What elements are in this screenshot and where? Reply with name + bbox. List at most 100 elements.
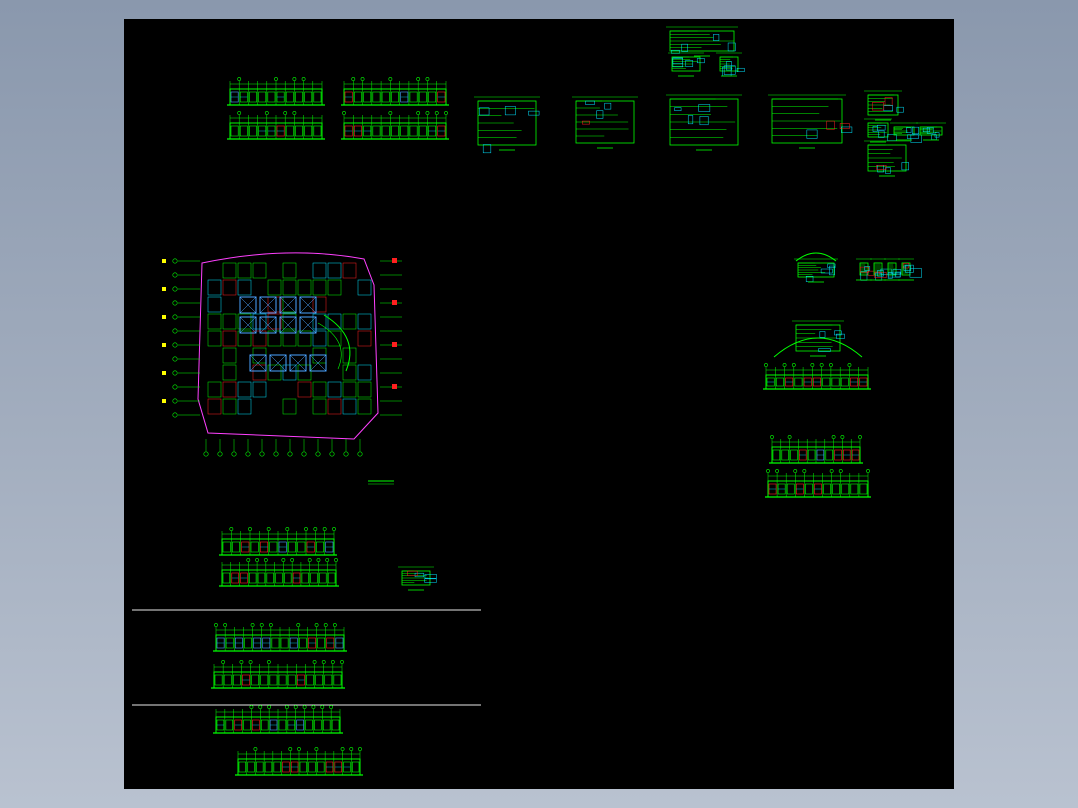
grid-bubble [292, 77, 297, 81]
axis-bubble [259, 451, 265, 457]
elevation-panel [822, 377, 831, 387]
grid-bubble [314, 747, 319, 751]
elevation-panel [317, 761, 325, 773]
elevation-panel [409, 91, 418, 103]
elevation-panel [231, 572, 239, 584]
elevation-panel [284, 572, 292, 584]
section-member [528, 110, 540, 116]
elevation-panel [781, 449, 789, 461]
axis-bubble [172, 370, 178, 376]
elevation-panel [214, 674, 223, 686]
elevation-panel [315, 674, 324, 686]
section-member [672, 58, 683, 68]
plan-room [222, 279, 237, 296]
elevation-panel [794, 377, 803, 387]
right-elevation-group [763, 252, 922, 498]
plan-room [327, 330, 342, 347]
grid-bubble [330, 660, 335, 664]
elevation-panel [306, 674, 314, 686]
plan-room [252, 364, 267, 381]
grid-bubble [791, 363, 796, 367]
elevation-strip [769, 435, 863, 464]
legend-marker [392, 300, 397, 305]
grid-bubble [829, 469, 834, 473]
section-member [582, 120, 590, 125]
elevation-panel [418, 125, 427, 137]
elevation-panel [391, 91, 399, 103]
elevation-panel [260, 719, 269, 731]
elevation-panel [232, 674, 241, 686]
elevation-panel [230, 125, 239, 137]
plan-room [312, 381, 327, 398]
section-member [727, 42, 736, 52]
tile-hatch [259, 316, 277, 334]
grid-bubble [316, 558, 321, 562]
grid-bubble [829, 363, 833, 367]
tile-hatch [279, 316, 297, 334]
elevation-panel [807, 449, 816, 461]
grid-bubble [388, 77, 393, 81]
legend-marker [162, 287, 166, 291]
elevation-panel [331, 719, 340, 731]
plan-room [222, 364, 237, 381]
elevation-panel [295, 125, 303, 137]
elevation-panel [317, 637, 326, 649]
elevation-panel [418, 91, 427, 103]
legend-marker [162, 371, 166, 375]
legend-marker [392, 384, 397, 389]
plan-room [267, 364, 282, 381]
section-member [696, 58, 705, 64]
elevation-panel [825, 449, 833, 461]
section-member [585, 100, 595, 105]
axis-bubble [231, 451, 237, 457]
grid-bubble [329, 705, 334, 709]
section-member [871, 102, 884, 111]
grid-bubble [297, 747, 301, 751]
elevation-panel [287, 674, 296, 686]
plan-room [312, 398, 327, 415]
elevation-panel [775, 377, 784, 387]
section-member [901, 162, 909, 171]
plan-room [312, 296, 327, 313]
elevation-panel [299, 761, 308, 773]
plan-room [207, 279, 222, 296]
grid-bubble [323, 623, 328, 627]
section-detail [792, 320, 845, 357]
cad-drawing-canvas[interactable] [124, 19, 954, 789]
legend-marker [162, 259, 166, 263]
elevation-panel [850, 483, 859, 495]
grid-bubble [267, 705, 272, 709]
plan-room [207, 330, 222, 347]
elevation-panel [280, 637, 289, 649]
site-boundary [197, 252, 379, 440]
section-member [892, 269, 902, 275]
section-member [819, 331, 826, 338]
section-member [883, 105, 893, 112]
plan-room [342, 313, 357, 330]
elevation-strip [213, 705, 343, 734]
elevation-panel [310, 572, 318, 584]
grid-bubble [819, 363, 824, 367]
grid-bubble [274, 77, 278, 81]
cad-drawing-sheet[interactable] [124, 19, 954, 789]
tile-hatch [279, 296, 297, 314]
section-member [912, 126, 920, 135]
section-member [896, 106, 904, 113]
axis-bubble [203, 451, 209, 457]
grid-bubble [332, 623, 337, 627]
grid-bubble [831, 435, 836, 439]
elevation-strip [763, 363, 871, 390]
section-detail [716, 52, 745, 77]
elevation-strip [219, 527, 337, 556]
section-member [836, 333, 845, 339]
plan-room [312, 262, 327, 279]
elevation-panel [249, 572, 257, 584]
elevation-panel [322, 719, 331, 731]
plan-room [222, 313, 237, 330]
axis-bubble [172, 300, 178, 306]
elevation-panel [363, 91, 372, 103]
grid-bubble [268, 623, 273, 627]
elevation-panel [859, 483, 868, 495]
elevation-strip [341, 77, 449, 106]
section-member [877, 124, 886, 131]
